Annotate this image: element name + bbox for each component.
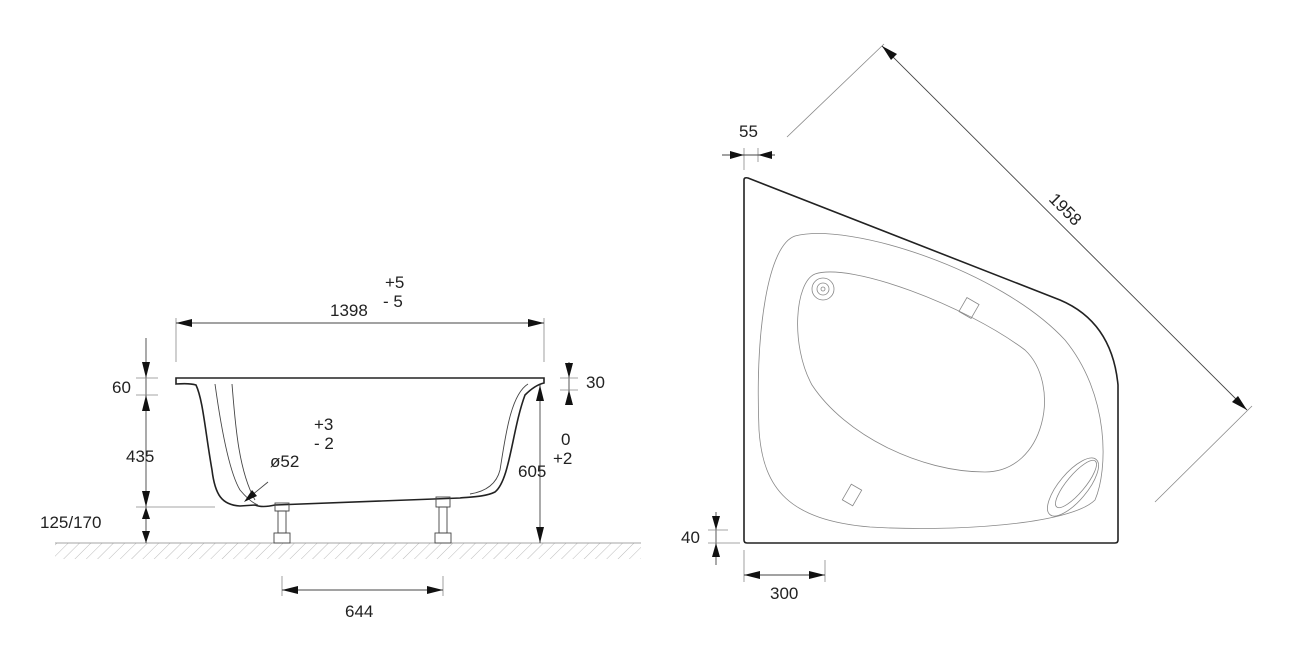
total-height-tol-bottom: +2 [553,449,572,468]
rim-height-left: 60 [112,378,131,397]
total-height-value: 605 [518,462,546,481]
leg-spacing-value: 644 [345,602,373,621]
rim-height-right: 30 [586,373,605,392]
drain-tol-minus: - 2 [314,434,334,453]
top-offset-value: 55 [739,122,758,141]
drain-diameter: ø52 [270,452,299,471]
bottom-offset-value: 40 [681,528,700,547]
floor-hatch [55,543,641,559]
tub-basin [797,271,1045,473]
grip-lower-icon [841,483,863,507]
length-tol-minus: - 5 [383,292,403,311]
length-tol-plus: +5 [385,273,404,292]
diagonal-dimension: 1958 [786,43,1253,503]
side-offset-value: 300 [770,584,798,603]
diagonal-value: 1958 [1045,189,1085,229]
length-dimension: 1398 +5 - 5 [175,273,545,362]
drain-icon [811,277,835,301]
top-view: 1958 55 40 300 [681,43,1253,603]
drain-tol-plus: +3 [314,415,333,434]
headrest-icon [1047,457,1099,517]
tub-top-outline [743,176,1119,544]
leg-spacing-dimension: 644 [281,576,444,621]
grip-upper-icon [958,297,980,319]
left-height-dimensions: 60 435 125/170 [40,338,215,543]
bottom-offset-dimension: 40 [681,512,740,565]
tub-leg-right [434,496,452,544]
leg-height-value: 125/170 [40,513,101,532]
side-view: 1398 +5 - 5 60 435 125/170 605 0 +2 [40,273,641,621]
tub-rim-inner [757,233,1104,529]
length-value: 1398 [330,301,368,320]
side-offset-dimension: 300 [743,550,826,603]
tub-leg-left [273,502,291,544]
top-offset-dimension: 55 [722,122,775,170]
total-height-tol-top: 0 [561,430,570,449]
right-height-dimensions: 605 0 +2 30 [518,362,605,543]
tub-side-profile [175,377,545,508]
depth-value: 435 [126,447,154,466]
drain-dimension: ø52 +3 - 2 [244,415,334,502]
